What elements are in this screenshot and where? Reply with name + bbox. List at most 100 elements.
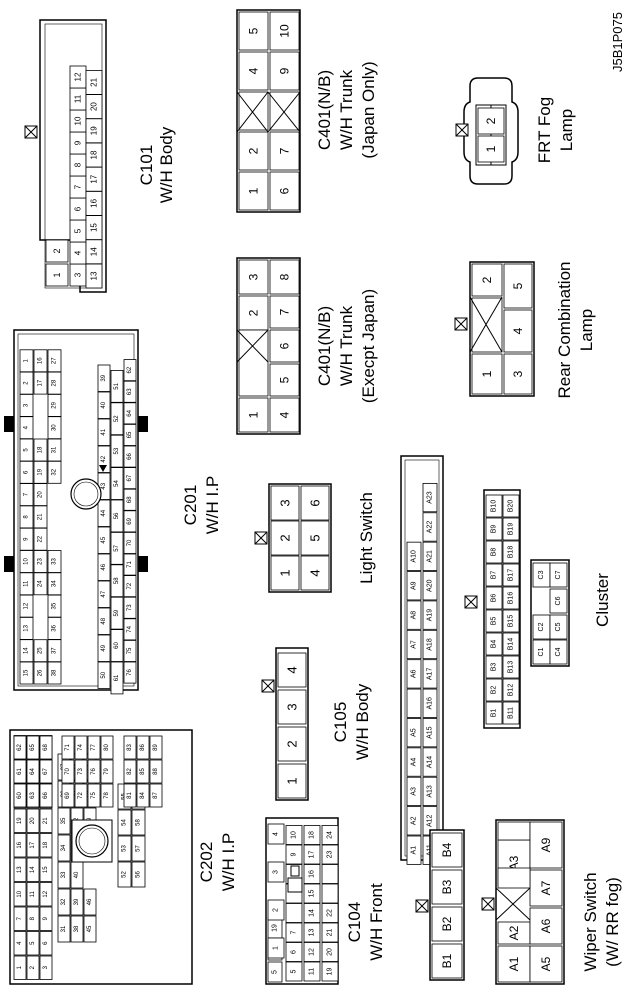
rear-combination-pin-cell	[503, 309, 533, 353]
c401-except-pin-cell	[269, 259, 300, 295]
c202-pin-cell	[74, 759, 88, 784]
cluster-b-pin-label: B9	[491, 525, 498, 534]
c201-pin-label: 8	[24, 515, 30, 519]
c104-pin-grid: 5111956789101112131415161718192021222324…	[267, 823, 339, 983]
light-switch-pin-cell	[270, 520, 300, 556]
c201-pin-cell	[97, 580, 111, 608]
rear-combination-pin-cell	[471, 263, 503, 297]
rear-combination-pin-cell	[503, 263, 533, 309]
c202-pin-label: 6	[43, 941, 49, 945]
cluster-b-pin-label: B15	[508, 615, 515, 628]
cluster-b-pin-cell	[485, 563, 503, 587]
cluster-a-pin-label: A4	[411, 758, 418, 767]
c202-pin-label: 10	[17, 890, 23, 897]
c201-right-latch-2	[138, 556, 148, 572]
c401-japan-pin-label: 7	[278, 147, 292, 154]
c104-pin-cell	[303, 883, 321, 904]
cluster-b-pin-label: B13	[508, 661, 515, 674]
cluster-b-pin-cell	[502, 678, 520, 702]
cluster-a-pin-cell	[406, 629, 422, 660]
cluster-b-pin-label: B8	[491, 548, 498, 557]
c202-pin-grid: 1234567891011121314151617181920212223242…	[13, 735, 163, 980]
c202-pin-label: 7	[17, 916, 23, 920]
c202-pin-label: 85	[140, 768, 146, 775]
cluster-a-pin-label: A12	[427, 814, 434, 827]
c202-pin-cell	[149, 759, 163, 784]
c201-pin-label: 13	[24, 624, 30, 631]
c201-pin-label: 14	[24, 647, 30, 654]
c201-pin-cell	[110, 596, 124, 630]
c201-pin-cell	[110, 629, 124, 662]
c202-pin-cell	[26, 882, 40, 907]
c201-pin-cell	[33, 438, 48, 462]
light-switch-pin-label: 5	[308, 534, 323, 541]
c104-pin-cell	[285, 942, 303, 962]
c202-pin-label: 70	[65, 768, 71, 775]
c202-pin-label: 19	[17, 817, 23, 824]
c201-pin-cell	[110, 499, 124, 533]
c104-pin-cell	[321, 825, 339, 845]
c105-subtitle: W/H Body	[353, 683, 372, 760]
c401-japan-pin-label: 5	[247, 27, 261, 34]
c401-except-pin-cell	[269, 295, 300, 329]
cluster-b-pin-label: B2	[491, 686, 498, 695]
rear-combination-title: Rear Combination	[555, 261, 574, 398]
frt-fog-pin-cell	[477, 135, 505, 163]
c201-pin-cell	[123, 359, 137, 382]
c202-pin-cell	[117, 861, 132, 888]
c104-pin-cell	[267, 899, 285, 921]
c202-pin-cell	[123, 783, 137, 808]
c202-bolt-hole	[75, 824, 109, 858]
c202-pin-cell	[131, 809, 146, 836]
c101-pin-label: 8	[74, 162, 83, 167]
c401-except-pin-label: 7	[278, 308, 292, 315]
cluster-a-pin-label: A5	[411, 728, 418, 737]
c201-pin-label: 49	[101, 644, 107, 651]
c202-pin-cell	[39, 955, 53, 980]
cluster-c-pin-label: C7	[555, 570, 562, 579]
c202-pin-label: 32	[61, 898, 67, 905]
c201-connector: 1514131211109876543212625242322212019181…	[4, 329, 148, 695]
c201-left-latch-2	[4, 556, 14, 572]
c202-pin-label: 57	[136, 845, 142, 852]
c201-pin-label: 28	[52, 379, 58, 386]
c202-pin-label: 2	[30, 965, 36, 969]
c105-pin-cell	[277, 726, 307, 762]
c201-pin-cell	[97, 391, 111, 419]
c201-pin-label: 26	[38, 669, 44, 676]
c202-pin-label: 56	[136, 871, 142, 878]
c401-except-title: C401(N/B)	[315, 306, 334, 386]
c201-pin-label: 29	[52, 401, 58, 408]
c202-pin-cell	[57, 888, 71, 916]
c101-subtitle: W/H Body	[157, 126, 176, 203]
c202-pin-label: 65	[30, 744, 36, 751]
c201-pin-label: 27	[52, 357, 58, 364]
c202-pin-cell	[61, 735, 75, 760]
c104-pin-label: 22	[327, 909, 334, 917]
c201-pin-label: 72	[127, 582, 133, 589]
c104-pin-label: 3	[273, 870, 280, 874]
cluster-b-pin-label: B10	[491, 500, 498, 513]
wiper-switch-pin-label: A3	[507, 855, 521, 870]
c105-pin-label: 2	[285, 740, 300, 747]
c104-pin-label: 1	[273, 946, 280, 950]
c201-pin-label: 47	[101, 590, 107, 597]
c201-pin-cell	[97, 661, 111, 689]
wiper-switch-pin-cell	[497, 821, 531, 841]
cluster-c-pin-label: C2	[538, 622, 545, 631]
cluster-c-pin-label: C4	[555, 647, 562, 656]
cluster-a-pin-label: A3	[411, 787, 418, 796]
c105-pin-cell	[277, 763, 307, 799]
c201-bolt-hole	[70, 478, 102, 510]
c202-pin-label: 68	[43, 744, 49, 751]
c101-pin-cell	[45, 263, 69, 287]
cluster-b-pin-cell	[502, 540, 520, 564]
c201-pin-cell	[123, 380, 137, 403]
cluster-a-pin-cell	[406, 835, 422, 865]
c201-pin-label: 57	[114, 544, 120, 551]
cluster-b-pin-label: B20	[508, 500, 515, 513]
cluster-b-pin-cell	[502, 586, 520, 610]
wiper-switch-pin-cell	[529, 945, 563, 983]
